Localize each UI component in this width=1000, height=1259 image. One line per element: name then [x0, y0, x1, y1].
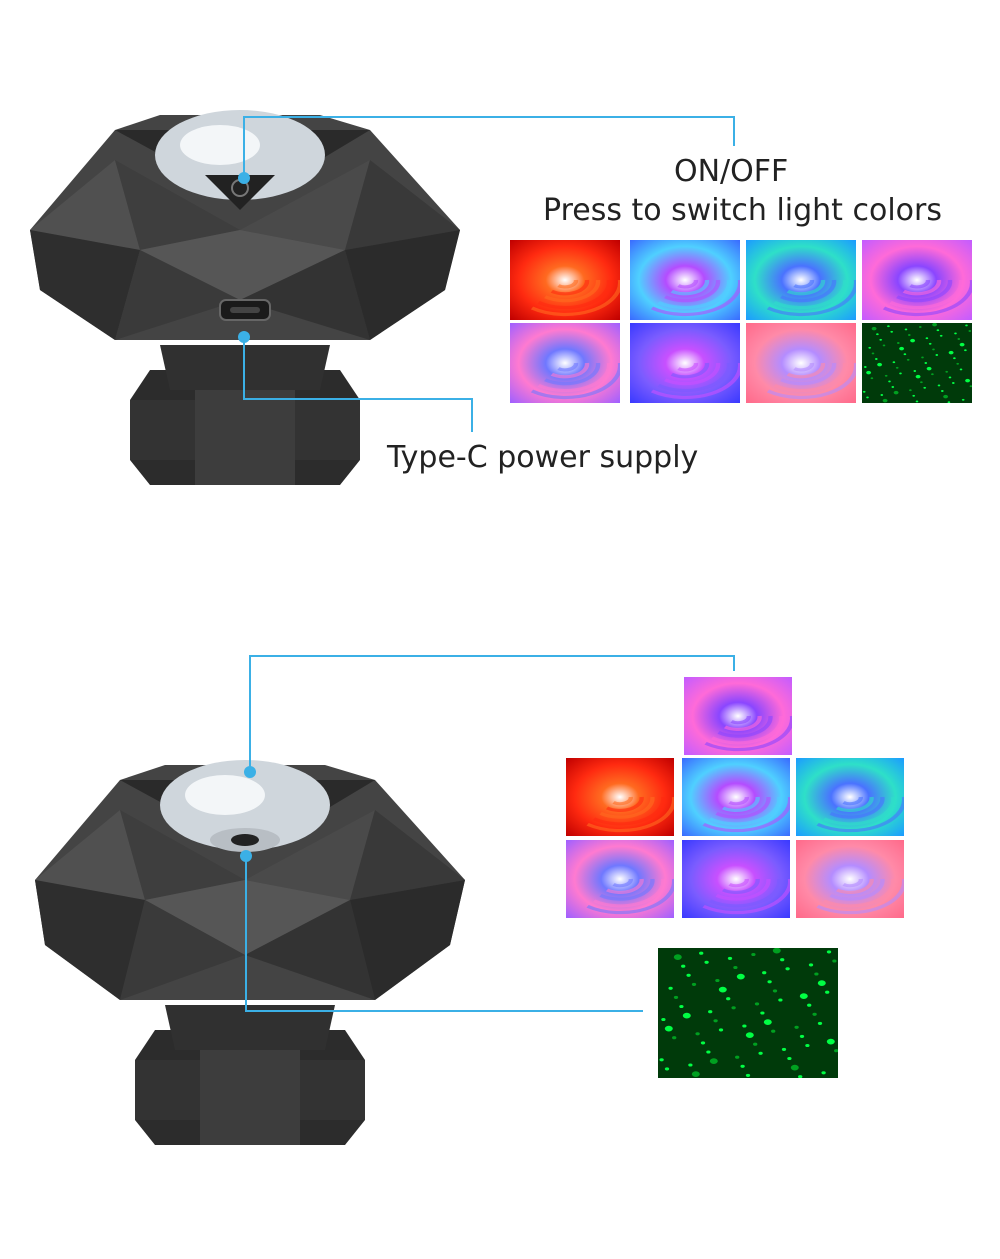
leader-line-button-h: [243, 116, 733, 118]
violet-swirl-tile: [682, 840, 790, 918]
leader-line-button-v: [243, 116, 245, 176]
green-stars-tile: [658, 948, 838, 1078]
leader-line-usb-h: [243, 398, 473, 400]
pink-blue-swirl-tile: [566, 840, 674, 918]
pastel-swirl-tile: [796, 840, 904, 918]
red-swirl-tile: [566, 758, 674, 836]
blue-green-swirl-tile: [746, 240, 856, 320]
violet-swirl-tile: [630, 323, 740, 403]
projector-device-bottom: [25, 750, 465, 1150]
blue-green-swirl-tile: [796, 758, 904, 836]
leader-dot-dome: [244, 766, 256, 778]
multicolor-swirl-tile-1: [682, 758, 790, 836]
leader-line-dome-h: [249, 655, 735, 657]
leader-dot-button: [238, 172, 250, 184]
purple-swirl-tile: [862, 240, 972, 320]
on-off-label: ON/OFF: [674, 154, 789, 189]
leader-line-usb-v: [243, 336, 245, 400]
leader-line-lens-v: [245, 855, 247, 1011]
leader-line-lens-h: [245, 1010, 643, 1012]
purple-swirl-tile: [684, 677, 792, 755]
projector-device-top: [20, 100, 460, 490]
usb-c-port-icon: [225, 300, 265, 316]
laser-lens-icon: [230, 833, 260, 847]
green-stars-tile: [862, 323, 972, 403]
switch-colors-label: Press to switch light colors: [543, 193, 942, 228]
red-swirl-tile: [510, 240, 620, 320]
multicolor-swirl-tile-1: [630, 240, 740, 320]
leader-line-dome-v2: [733, 655, 735, 671]
pink-blue-swirl-tile: [510, 323, 620, 403]
leader-line-button-v2: [733, 116, 735, 146]
leader-line-usb-v2: [471, 398, 473, 432]
leader-line-dome-v: [249, 655, 251, 770]
pastel-swirl-tile: [746, 323, 856, 403]
type-c-label: Type-C power supply: [387, 440, 699, 475]
